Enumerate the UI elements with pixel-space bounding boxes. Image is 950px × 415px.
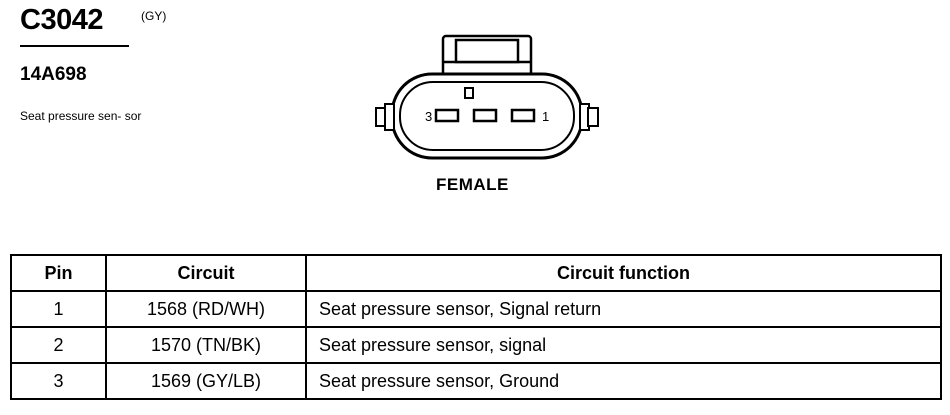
connector-view-label: FEMALE [436, 175, 509, 194]
function-cell: Seat pressure sensor, Ground [305, 362, 942, 400]
table-row: 2 1570 (TN/BK) Seat pressure sensor, sig… [10, 326, 942, 364]
pin-cavity-1 [510, 108, 536, 123]
connector-id: C3042 [20, 4, 103, 36]
table-header-row: Pin Circuit Circuit function [10, 254, 942, 292]
left-ear [375, 103, 395, 131]
pin-cavity-2 [472, 108, 498, 123]
circuit-cell: 1570 (TN/BK) [105, 326, 307, 364]
connector-face-diagram: 3 1 [375, 34, 599, 160]
part-number: 14A698 [20, 64, 87, 85]
function-cell: Seat pressure sensor, signal [305, 326, 942, 364]
pin-label-left: 3 [425, 109, 432, 124]
function-cell: Seat pressure sensor, Signal return [305, 290, 942, 328]
circuit-cell: 1569 (GY/LB) [105, 362, 307, 400]
pin-cell: 1 [10, 290, 107, 328]
connector-color-code: (GY) [141, 9, 167, 23]
column-header-pin: Pin [10, 254, 107, 292]
title-underline [20, 45, 129, 47]
pin-cell: 3 [10, 362, 107, 400]
column-header-function: Circuit function [305, 254, 942, 292]
pinout-table: Pin Circuit Circuit function 1 1568 (RD/… [10, 254, 942, 400]
right-ear [579, 103, 599, 131]
locking-tab [441, 34, 533, 78]
pin-label-right: 1 [542, 109, 549, 124]
connector-description: Seat pressure sen- sor [20, 109, 142, 123]
table-row: 1 1568 (RD/WH) Seat pressure sensor, Sig… [10, 290, 942, 328]
circuit-cell: 1568 (RD/WH) [105, 290, 307, 328]
polarization-key [464, 87, 474, 99]
column-header-circuit: Circuit [105, 254, 307, 292]
pin-cavity-3 [434, 108, 460, 123]
table-row: 3 1569 (GY/LB) Seat pressure sensor, Gro… [10, 362, 942, 400]
connector-shell-inner [399, 81, 575, 151]
pin-cell: 2 [10, 326, 107, 364]
